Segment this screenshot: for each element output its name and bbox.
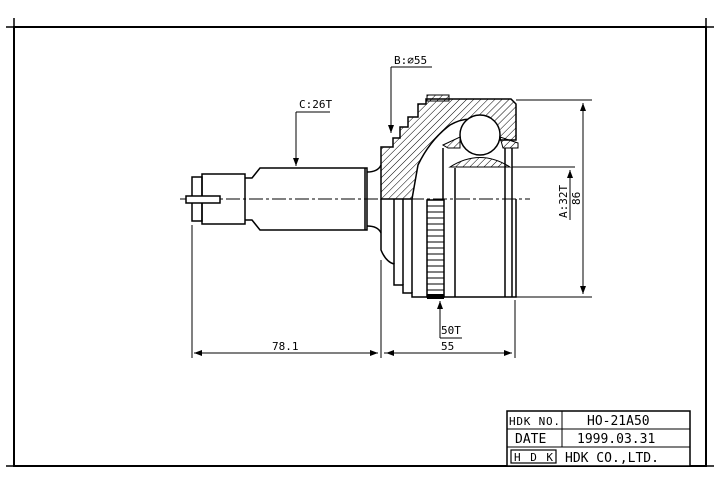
abs-teeth-label: 50T xyxy=(441,324,461,337)
company-name: HDK CO.,LTD. xyxy=(565,451,659,466)
dim-shaft-length: 78.1 xyxy=(272,340,299,353)
spline-b-label: B:⌀55 xyxy=(394,54,427,67)
outer-race-body xyxy=(380,148,517,298)
spline-c-label: C:26T xyxy=(299,98,332,111)
title-block: HDK NO. HO-21A50 DATE 1999.03.31 HDK HDK… xyxy=(506,410,691,467)
date-label: DATE xyxy=(515,432,546,447)
corner-marks xyxy=(6,18,714,467)
ball xyxy=(459,114,501,156)
outer-race-section xyxy=(380,98,517,200)
dimension-lines xyxy=(191,66,592,358)
dim-housing-length: 55 xyxy=(441,340,454,353)
dim-diameter: 86 xyxy=(570,192,583,205)
part-no-label: HDK NO. xyxy=(509,415,560,428)
spline-a-label: A:32T xyxy=(557,185,570,218)
drawing-frame xyxy=(13,26,707,467)
date-value: 1999.03.31 xyxy=(577,432,655,447)
hdk-logo xyxy=(510,449,557,464)
logo-text: HDK xyxy=(514,451,553,464)
boot-band xyxy=(426,94,450,102)
inner-race-section xyxy=(448,157,512,168)
cage-section xyxy=(441,136,519,149)
part-no: HO-21A50 xyxy=(587,414,650,429)
abs-ring xyxy=(426,199,445,299)
